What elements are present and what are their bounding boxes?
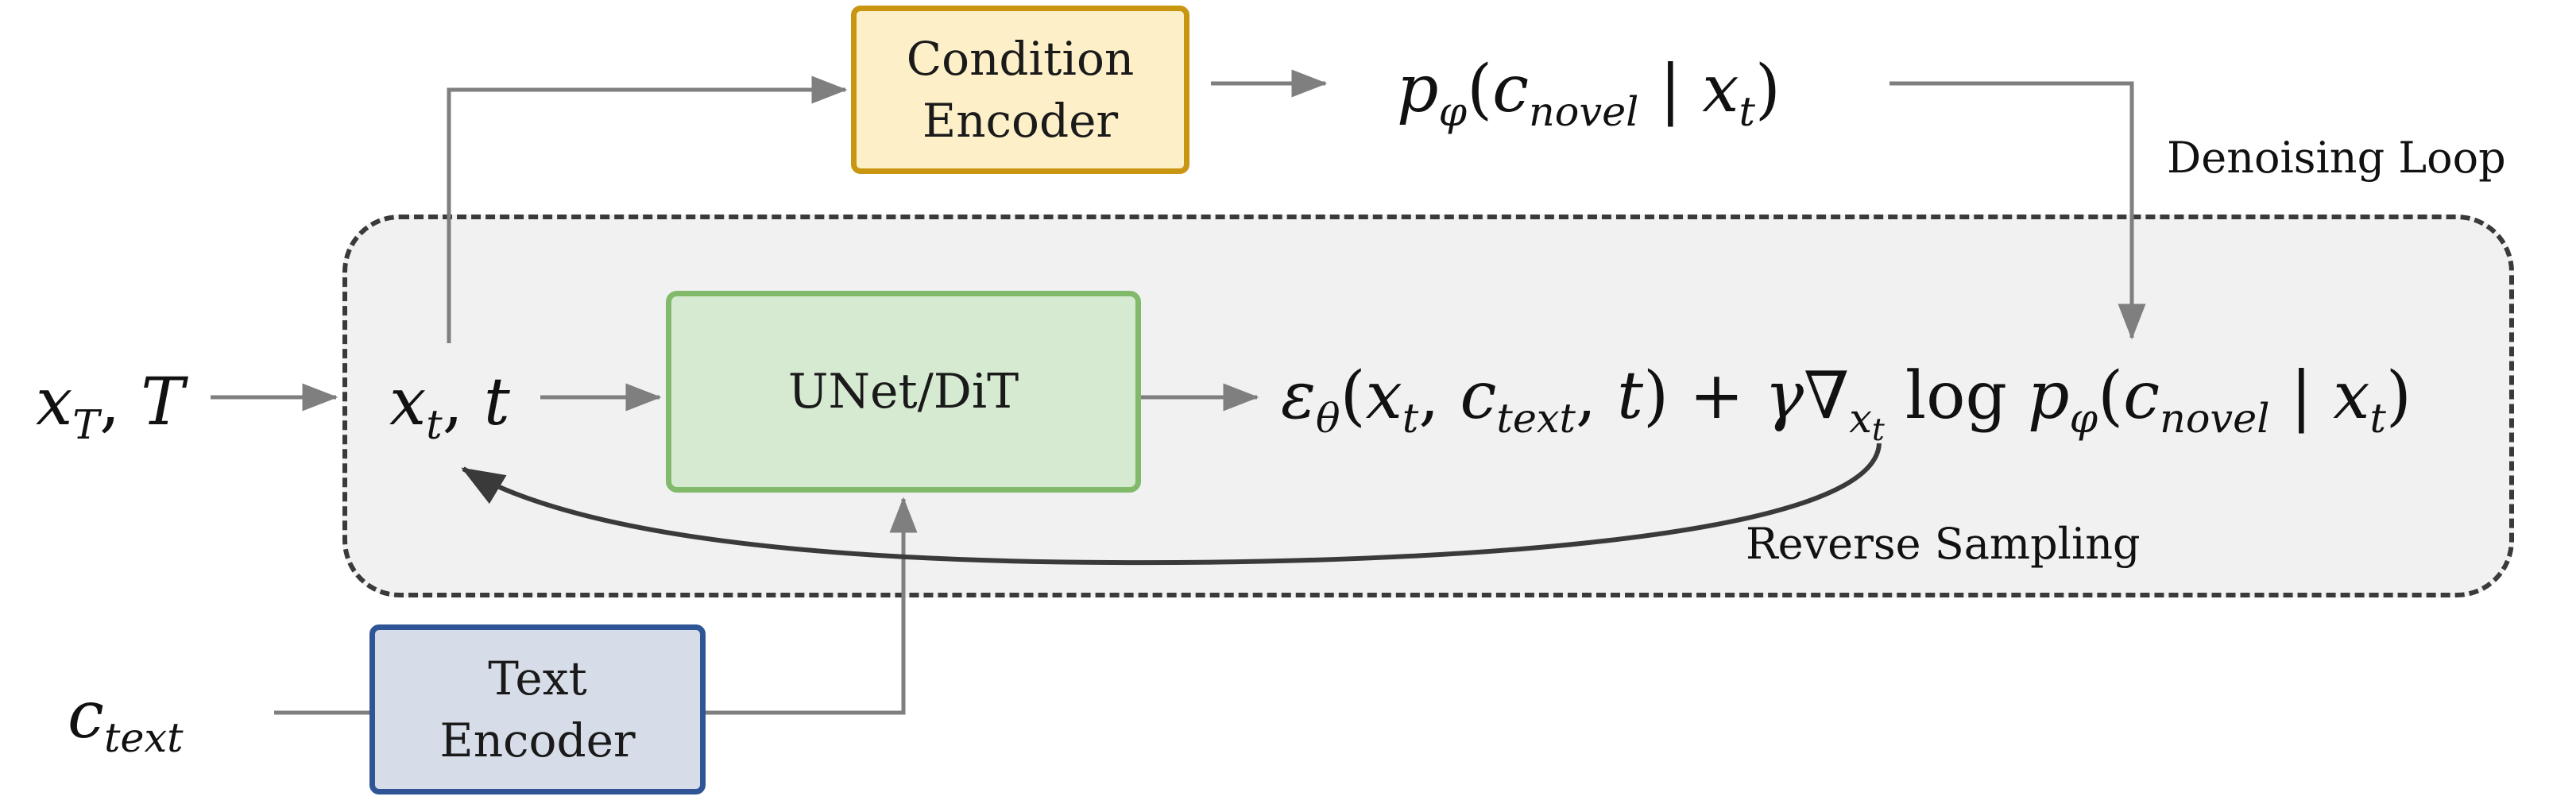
conditional-probability: pφ(cnovel | xt) (1397, 52, 1781, 135)
input-noise-and-timestep: xT, T (36, 365, 184, 448)
arrow-reverse-sampling (461, 443, 1882, 566)
current-state-and-timestep: xt, t (389, 365, 510, 448)
reverse-sampling-label: Reverse Sampling (1746, 519, 2141, 569)
unet-dit-box: UNet/DiT (666, 291, 1141, 493)
text-encoder-box: Text Encoder (369, 624, 706, 794)
arrow-text-encoder-to-unet (706, 497, 918, 715)
guided-noise-prediction: εθ(xt, ctext, t) + γ∇xt log pφ(cnovel | … (1281, 358, 2412, 448)
denoising-loop-label: Denoising Loop (2167, 133, 2506, 183)
arrow-probability-into-loop (1889, 81, 2146, 340)
text-condition: ctext (68, 678, 184, 761)
arrow-state-to-condition-encoder (447, 75, 848, 343)
condition-encoder-box: Condition Encoder (851, 6, 1189, 174)
